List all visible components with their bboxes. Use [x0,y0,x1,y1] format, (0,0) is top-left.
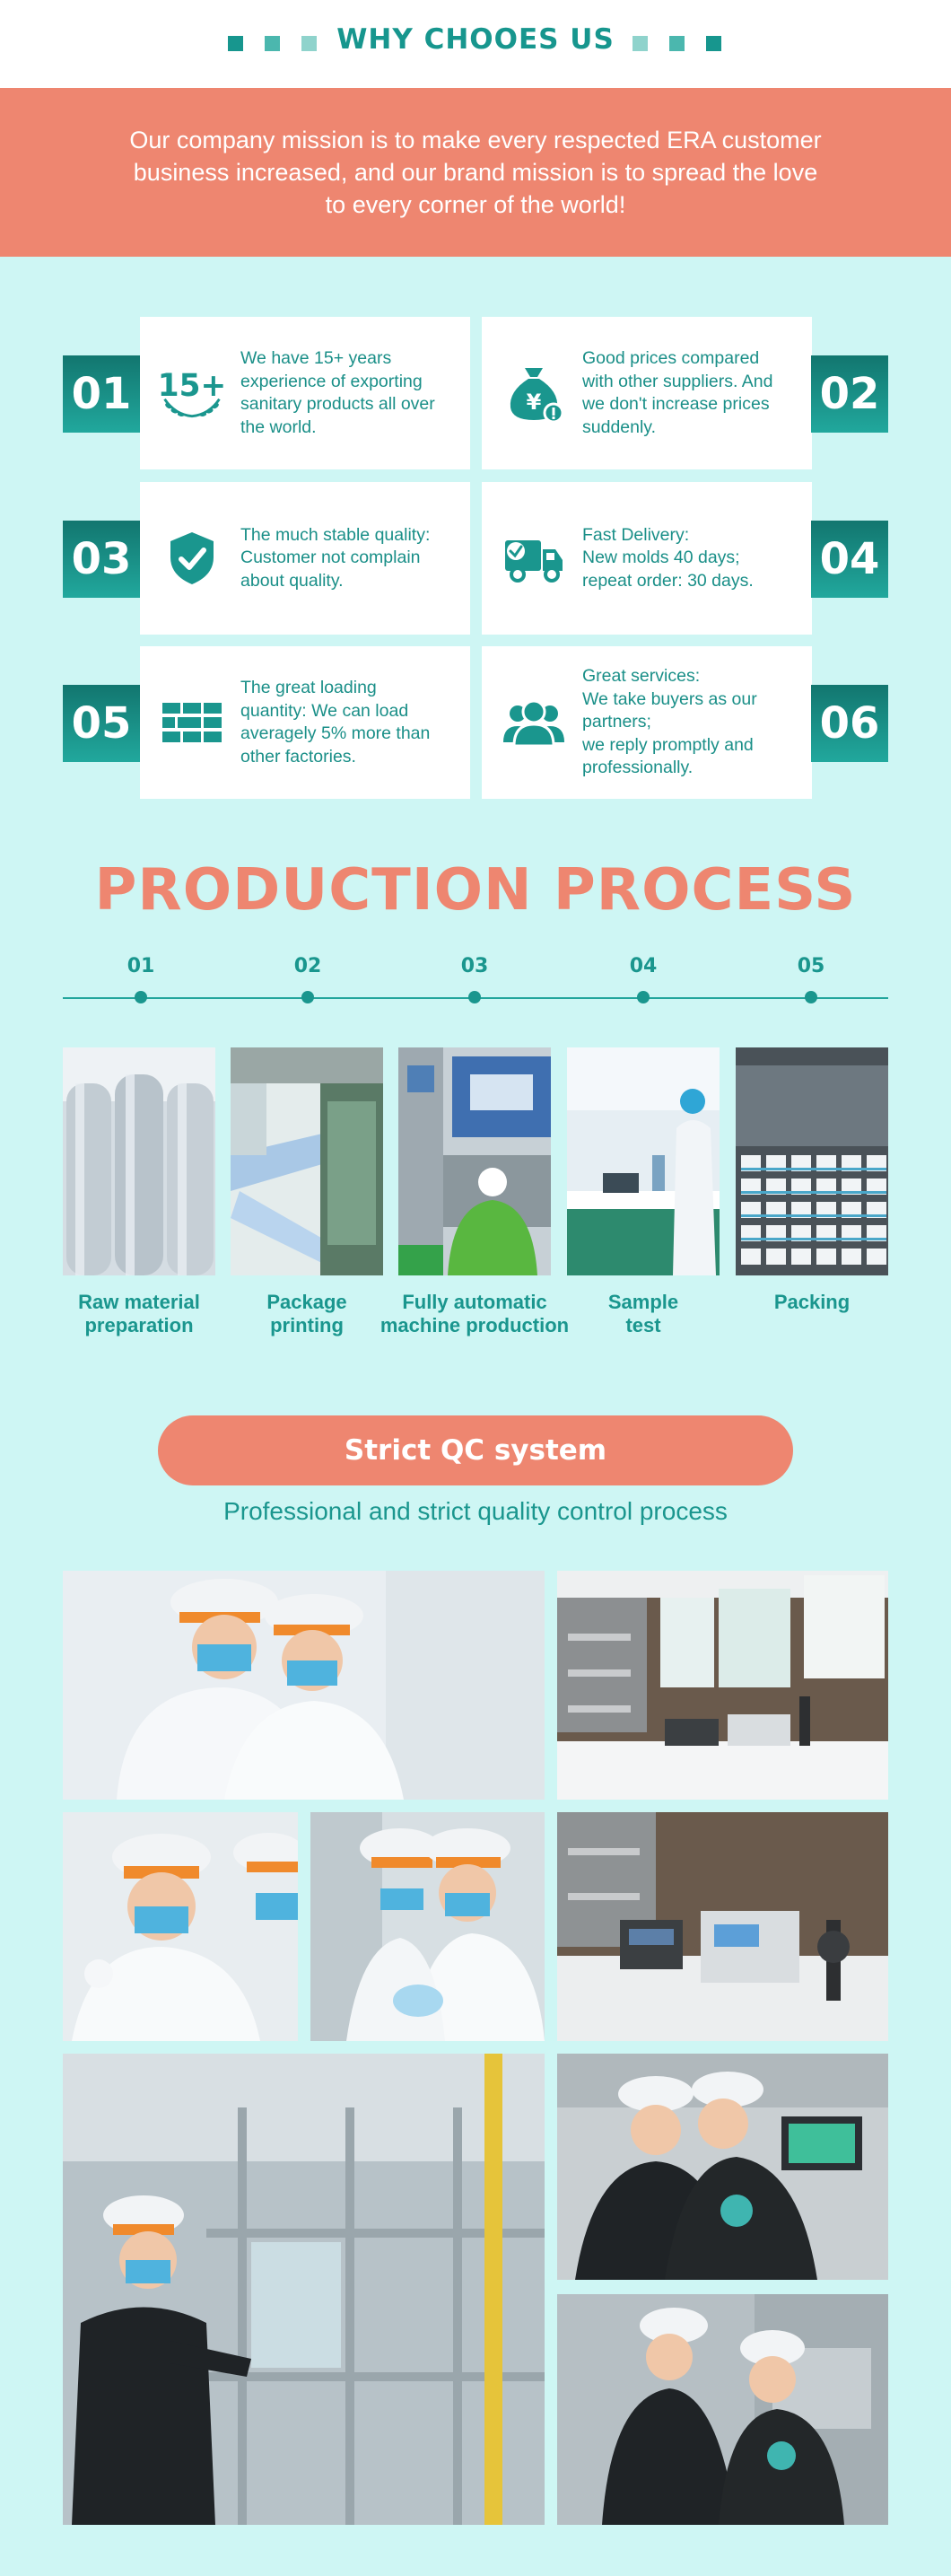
shield-check-icon [156,522,228,594]
qc-photo-inspectors [63,1571,545,1800]
decor-square [228,36,243,51]
feature-text: Fast Delivery: New molds 40 days; repeat… [582,524,754,591]
step-label: Sample test [607,1291,679,1336]
feature-card-quality: The much stable quality: Customer not co… [140,482,470,635]
svg-text:¥: ¥ [527,390,542,415]
feature-number: 06 [811,685,888,762]
feature-text: We have 15+ years experience of exportin… [240,348,435,437]
step-label: Packing [773,1291,851,1313]
15-plus-laurel-icon: 15+ [156,357,228,429]
feature-card-experience: 15+ We have 15+ years experience of expo… [140,317,470,469]
header: WHY CHOOES US [0,0,951,88]
svg-text:15+: 15+ [158,368,226,404]
feature-text: Good prices compared with other supplier… [582,348,773,437]
qc-subtitle: Professional and strict quality control … [223,1497,728,1525]
mission-text: Our company mission is to make every res… [129,127,822,218]
feature-card-prices: ¥ Good prices compared with other suppli… [482,317,812,469]
timeline-dot [135,991,147,1003]
qc-photo-workers-machine [557,2294,888,2525]
section-title-why-choose-us: WHY CHOOES US [336,23,615,56]
decor-square [633,36,648,51]
feature-number: 01 [63,355,140,433]
users-group-icon [498,687,570,758]
decor-square [669,36,685,51]
step-label: Raw material preparation [78,1291,200,1336]
timeline-dot [805,991,817,1003]
qc-photo-lab-room [557,1571,888,1800]
feature-text: The great loading quantity: We can load … [240,678,431,767]
step-number: 03 [460,955,489,977]
qc-photo-workers-bags [310,1812,545,2041]
package-printing-photo [231,1047,383,1275]
mission-banner: Our company mission is to make every res… [0,88,951,257]
step-number: 02 [293,955,322,977]
timeline-dot [301,991,314,1003]
qc-photo-control-panel [557,2054,888,2280]
feature-number: 05 [63,685,140,762]
qc-photo-worker-gloves [63,1812,298,2041]
delivery-truck-icon [498,522,570,594]
feature-number: 03 [63,521,140,598]
step-label: Package printing [266,1291,347,1336]
money-bag-icon: ¥ [498,357,570,429]
qc-photo-machine-inspection [63,2054,545,2525]
timeline-dot [637,991,650,1003]
step-number: 01 [127,955,155,977]
strict-qc-button: Strict QC system [158,1415,793,1485]
sample-test-photo [567,1047,720,1275]
feature-card-services: Great services: We take buyers as our pa… [482,646,812,799]
decor-square [265,36,280,51]
feature-card-loading: The great loading quantity: We can load … [140,646,470,799]
packing-photo [736,1047,888,1275]
raw-material-photo [63,1047,215,1275]
feature-text: Great services: We take buyers as our pa… [582,666,757,778]
decor-square [301,36,317,51]
timeline-dot [468,991,481,1003]
section-title-production-process: PRODUCTION PROCESS [94,857,857,924]
step-label: Fully automatic machine production [380,1291,570,1336]
feature-text: The much stable quality: Customer not co… [240,524,431,591]
decor-square [706,36,721,51]
feature-number: 02 [811,355,888,433]
step-number: 04 [629,955,658,977]
step-number: 05 [797,955,825,977]
feature-number: 04 [811,521,888,598]
machine-production-photo [398,1047,551,1275]
feature-card-delivery: Fast Delivery: New molds 40 days; repeat… [482,482,812,635]
loading-grid-icon [156,687,228,758]
qc-photo-equipment [557,1812,888,2041]
